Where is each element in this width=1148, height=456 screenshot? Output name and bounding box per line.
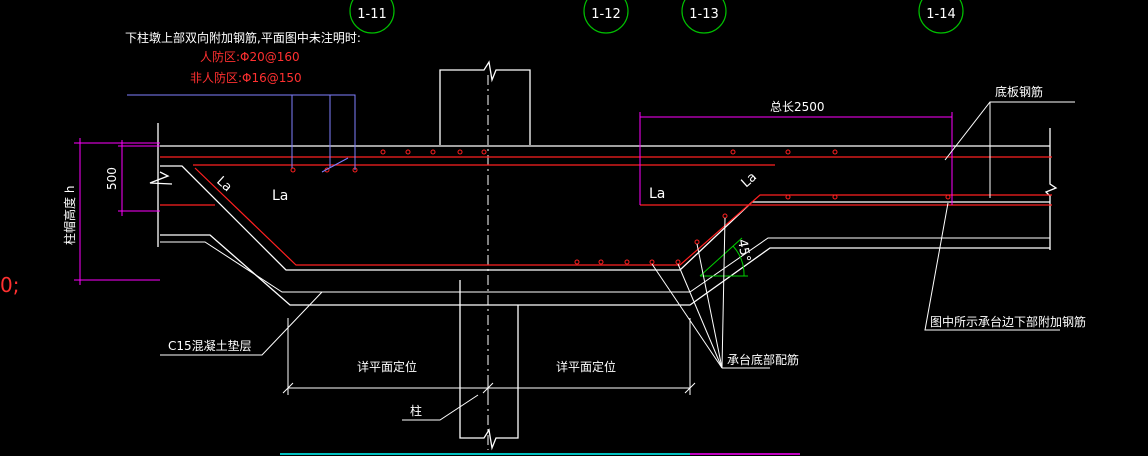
- angle-label: 45°: [734, 238, 753, 263]
- la-left: La: [272, 188, 288, 204]
- plan-pos-right-label: 详平面定位: [556, 359, 616, 374]
- cap-height-label: 柱帽高度 h: [62, 186, 77, 245]
- column-top: [439, 60, 531, 145]
- dim-plan-position: [282, 318, 696, 396]
- total-length-label: 总长2500: [770, 100, 825, 114]
- rebar-lines: [160, 156, 1052, 266]
- slab-outline: [149, 123, 1058, 455]
- bottom-rebar-leader: [944, 101, 1075, 198]
- rebar-dots: [290, 149, 951, 265]
- cushion-leader: [160, 291, 323, 356]
- plan-pos-left-label: 详平面定位: [357, 359, 417, 374]
- depth-dim-label: 500: [105, 167, 119, 190]
- grid-axis-1-13: 1-13: [681, 0, 727, 34]
- note-main: 下柱墩上部双向附加钢筋,平面图中未注明时:: [125, 30, 361, 45]
- grid-axis-label: 1-14: [926, 7, 956, 22]
- la-right-slant: La: [739, 170, 760, 191]
- dim-cap-height: [74, 138, 160, 285]
- column-bottom: [459, 280, 519, 451]
- column-leader: [402, 394, 479, 421]
- grid-axis-1-12: 1-12: [583, 0, 629, 34]
- cap-bottom-rebar-label: 承台底部配筋: [727, 352, 799, 367]
- note-non-civil-defense: 非人防区:Φ16@150: [190, 70, 302, 85]
- additional-rebar-label: 图中所示承台边下部附加钢筋: [930, 314, 1086, 329]
- column-label: 柱: [410, 403, 422, 418]
- dim-total-length: [639, 112, 953, 205]
- grid-axis-label: 1-12: [591, 7, 621, 22]
- grid-axis-1-11: 1-11: [349, 0, 395, 34]
- la-left-slant: La: [213, 174, 234, 195]
- dim-500: [118, 140, 160, 216]
- note-leaders: [127, 94, 356, 173]
- cushion-label: C15混凝土垫层: [168, 338, 252, 353]
- edge-mark: 0;: [0, 273, 19, 297]
- grid-axis-label: 1-11: [357, 7, 387, 22]
- la-right: La: [649, 186, 665, 202]
- grid-axis-1-14: 1-14: [918, 0, 964, 34]
- cap-bottom-rebar-leader: [651, 217, 770, 369]
- note-civil-defense: 人防区:Φ20@160: [200, 49, 300, 64]
- bottom-rebar-label: 底板钢筋: [995, 84, 1043, 99]
- additional-rebar-leader: [924, 202, 1060, 331]
- grid-axis-label: 1-13: [689, 7, 719, 22]
